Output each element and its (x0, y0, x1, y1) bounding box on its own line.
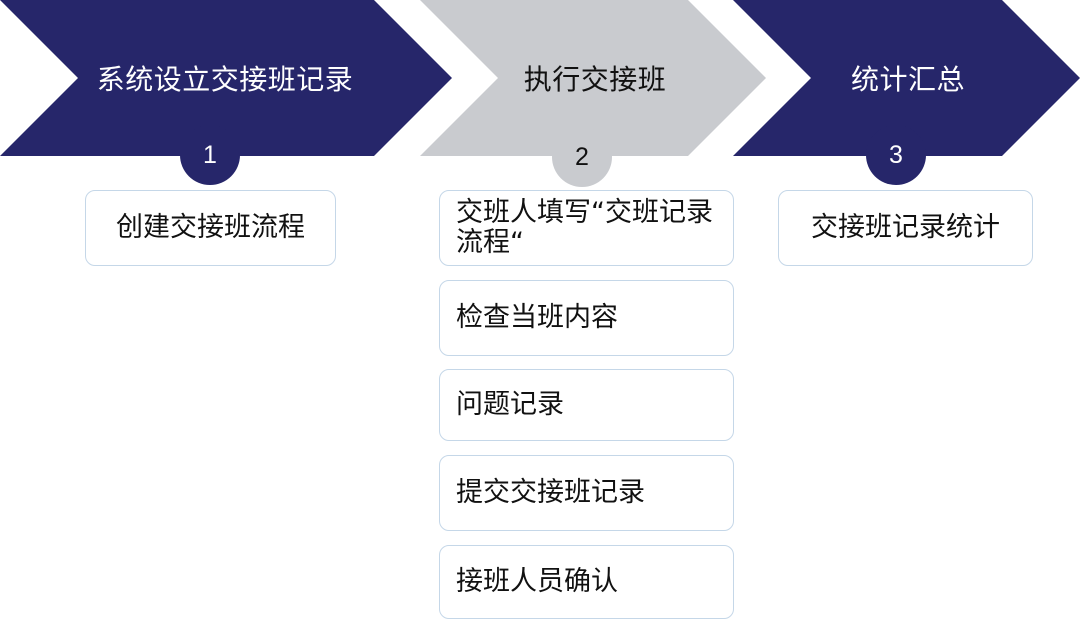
step-2-number-badge: 2 (552, 127, 612, 187)
step-2-chevron (420, 0, 766, 156)
step-1-number-badge: 1 (180, 125, 240, 185)
step-2-title: 执行交接班 (523, 63, 667, 96)
step-3-number-badge: 3 (866, 125, 926, 185)
step-2-item-check-content: 检查当班内容 (439, 280, 734, 356)
step-1-item-create-flow: 创建交接班流程 (85, 190, 336, 266)
step-3-title: 统计汇总 (850, 63, 965, 96)
step-3-item-statistics: 交接班记录统计 (778, 190, 1033, 266)
step-2-item-confirm: 接班人员确认 (439, 545, 734, 619)
step-1-chevron (0, 0, 452, 156)
step-3-chevron (733, 0, 1080, 156)
step-2-item-issue-record: 问题记录 (439, 369, 734, 441)
step-1-title: 系统设立交接班记录 (96, 63, 354, 96)
step-2-item-submit-record: 提交交接班记录 (439, 455, 734, 531)
step-2-item-fill-record: 交班人填写“交班记录流程“ (439, 190, 734, 266)
